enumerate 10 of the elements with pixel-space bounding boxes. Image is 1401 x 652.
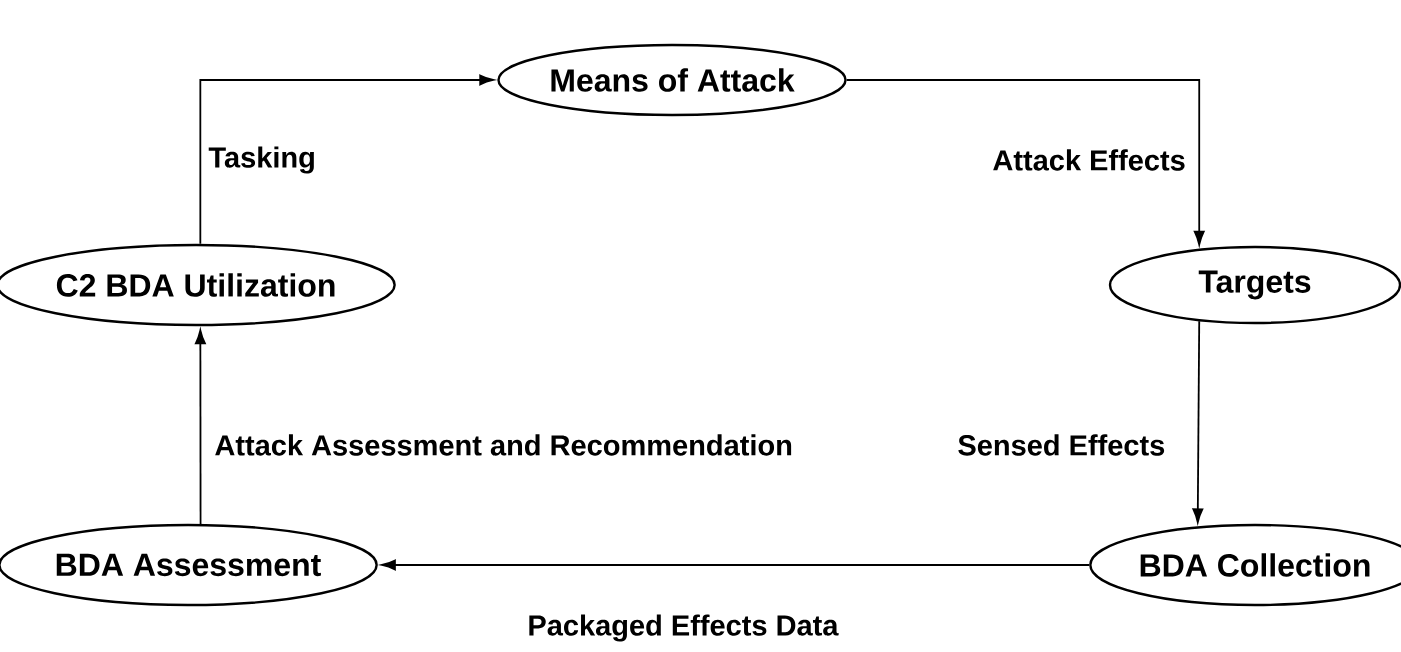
arrow (845, 79, 1205, 246)
arrow (199, 74, 495, 245)
edge-label: Packaged Effects Data (529, 614, 839, 642)
arrow (1192, 320, 1204, 524)
edge-label: Attack Assessment and Recommendation (215, 434, 792, 456)
arrow (194, 329, 206, 525)
edge-label: Sensed Effects (958, 434, 1165, 456)
edge-label: Attack Effects (993, 149, 1185, 171)
edge-label: Tasking (208, 146, 314, 174)
arrow (381, 559, 1091, 571)
